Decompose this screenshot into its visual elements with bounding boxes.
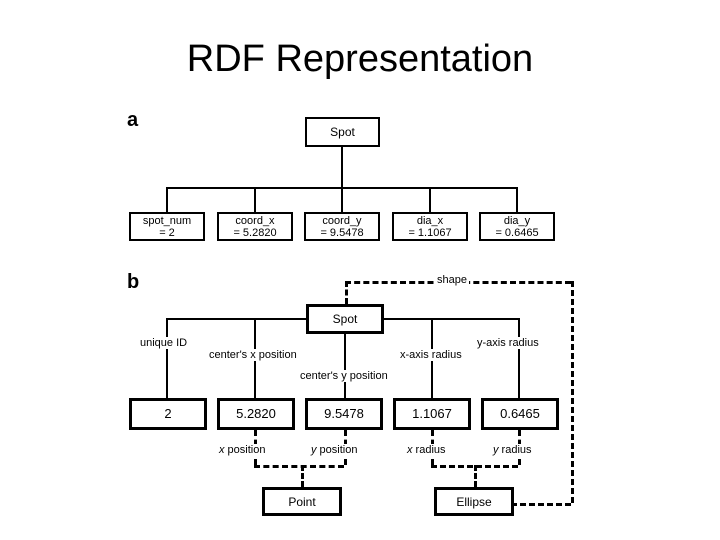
panel-a-drop-4	[429, 187, 431, 212]
panel-b-value-box-x-radius: 1.1067	[393, 398, 471, 430]
panel-b-shape-edge-bottom	[511, 503, 571, 506]
panel-a-leaf-spot-num-name: spot_num	[142, 214, 192, 227]
panel-a-root-node: Spot	[305, 117, 380, 147]
panel-b-property-label-center-y: center's y position	[298, 370, 390, 382]
page-title: RDF Representation	[186, 38, 534, 80]
panel-a-root-stem	[341, 147, 343, 188]
panel-a-root-label: Spot	[330, 125, 355, 139]
panel-b-value-y-radius: 0.6465	[500, 406, 540, 421]
panel-b-class-node-ellipse: Ellipse	[434, 487, 514, 516]
panel-a-leaf-coord-x: coord_x = 5.2820	[217, 212, 293, 241]
panel-b-value-box-y: 9.5478	[305, 398, 383, 430]
panel-b-subproperty-label-x-position-rest: position	[224, 444, 266, 456]
panel-b-subproperty-label-x-position-prefix: x	[219, 444, 225, 456]
panel-a-leaf-dia-y-name: dia_y	[503, 214, 531, 227]
panel-b-value-box-y-radius: 0.6465	[481, 398, 559, 430]
panel-a-leaf-dia-y: dia_y = 0.6465	[479, 212, 555, 241]
panel-b-subproperty-label-y-position: y position	[309, 444, 360, 456]
panel-b-bus-left	[166, 318, 306, 320]
panel-a-leaf-coord-y: coord_y = 9.5478	[304, 212, 380, 241]
panel-b-shape-edge-stem	[345, 281, 348, 304]
panel-a-leaf-spot-num: spot_num = 2	[129, 212, 205, 241]
panel-b-property-label-y-radius: y-axis radius	[475, 337, 541, 349]
panel-a-leaf-dia-x: dia_x = 1.1067	[392, 212, 468, 241]
panel-a-leaf-coord-y-value: = 9.5478	[320, 226, 364, 239]
panel-b-label: b	[127, 271, 140, 293]
panel-b-shape-edge-right	[571, 281, 574, 503]
panel-b-ellipse-edge-drop	[474, 465, 477, 487]
panel-b-subproperty-label-y-radius: y radius	[491, 444, 534, 456]
panel-b-subproperty-label-y-radius-prefix: y	[493, 444, 499, 456]
panel-a-leaf-coord-y-name: coord_y	[322, 214, 362, 227]
panel-b-subproperty-label-x-radius-rest: radius	[412, 444, 446, 456]
panel-b-leg-3	[344, 334, 346, 398]
panel-b-bus-right	[384, 318, 518, 320]
panel-b-subproperty-label-x-position: x position	[217, 444, 268, 456]
panel-a-leaf-dia-x-name: dia_x	[416, 214, 444, 227]
panel-b-point-edge-drop	[301, 465, 304, 487]
panel-a-leaf-dia-y-value: = 0.6465	[495, 226, 539, 239]
panel-b-point-edge-join	[254, 465, 344, 468]
panel-b-value-x-radius: 1.1067	[412, 406, 452, 421]
panel-a-leaf-coord-x-value: = 5.2820	[233, 226, 277, 239]
panel-b-value-box-id: 2	[129, 398, 207, 430]
panel-a-drop-3	[341, 187, 343, 212]
panel-b-property-label-center-x: center's x position	[207, 349, 299, 361]
panel-b-root-label: Spot	[332, 312, 358, 326]
panel-b-shape-edge-label: shape	[435, 274, 469, 286]
panel-b-class-node-point: Point	[262, 487, 342, 516]
panel-b-property-label-x-radius: x-axis radius	[398, 349, 464, 361]
panel-a-drop-5	[516, 187, 518, 212]
panel-b-leg-5	[518, 318, 520, 398]
panel-b-value-id: 2	[164, 406, 172, 421]
panel-a-label: a	[127, 109, 139, 131]
panel-b-subproperty-label-y-position-rest: position	[316, 444, 358, 456]
panel-b-root-node: Spot	[306, 304, 384, 334]
panel-b-class-label-ellipse: Ellipse	[456, 494, 492, 509]
panel-a-leaf-dia-x-value: = 1.1067	[408, 226, 452, 239]
panel-b-value-y: 9.5478	[324, 406, 364, 421]
panel-a-leaf-coord-x-name: coord_x	[235, 214, 275, 227]
panel-b-subproperty-label-x-radius: x radius	[405, 444, 448, 456]
panel-a-leaf-spot-num-value: = 2	[159, 226, 175, 239]
panel-b-class-label-point: Point	[288, 494, 316, 509]
panel-b-value-x: 5.2820	[236, 406, 276, 421]
panel-b-subproperty-label-y-radius-rest: radius	[498, 444, 532, 456]
panel-b-subproperty-label-y-position-prefix: y	[311, 444, 317, 456]
panel-b-value-box-x: 5.2820	[217, 398, 295, 430]
panel-b-property-label-unique-id: unique ID	[138, 337, 190, 349]
panel-b-leg-1	[166, 318, 168, 398]
panel-a-drop-1	[166, 187, 168, 212]
panel-b-subproperty-label-x-radius-prefix: x	[407, 444, 413, 456]
panel-a-drop-2	[254, 187, 256, 212]
